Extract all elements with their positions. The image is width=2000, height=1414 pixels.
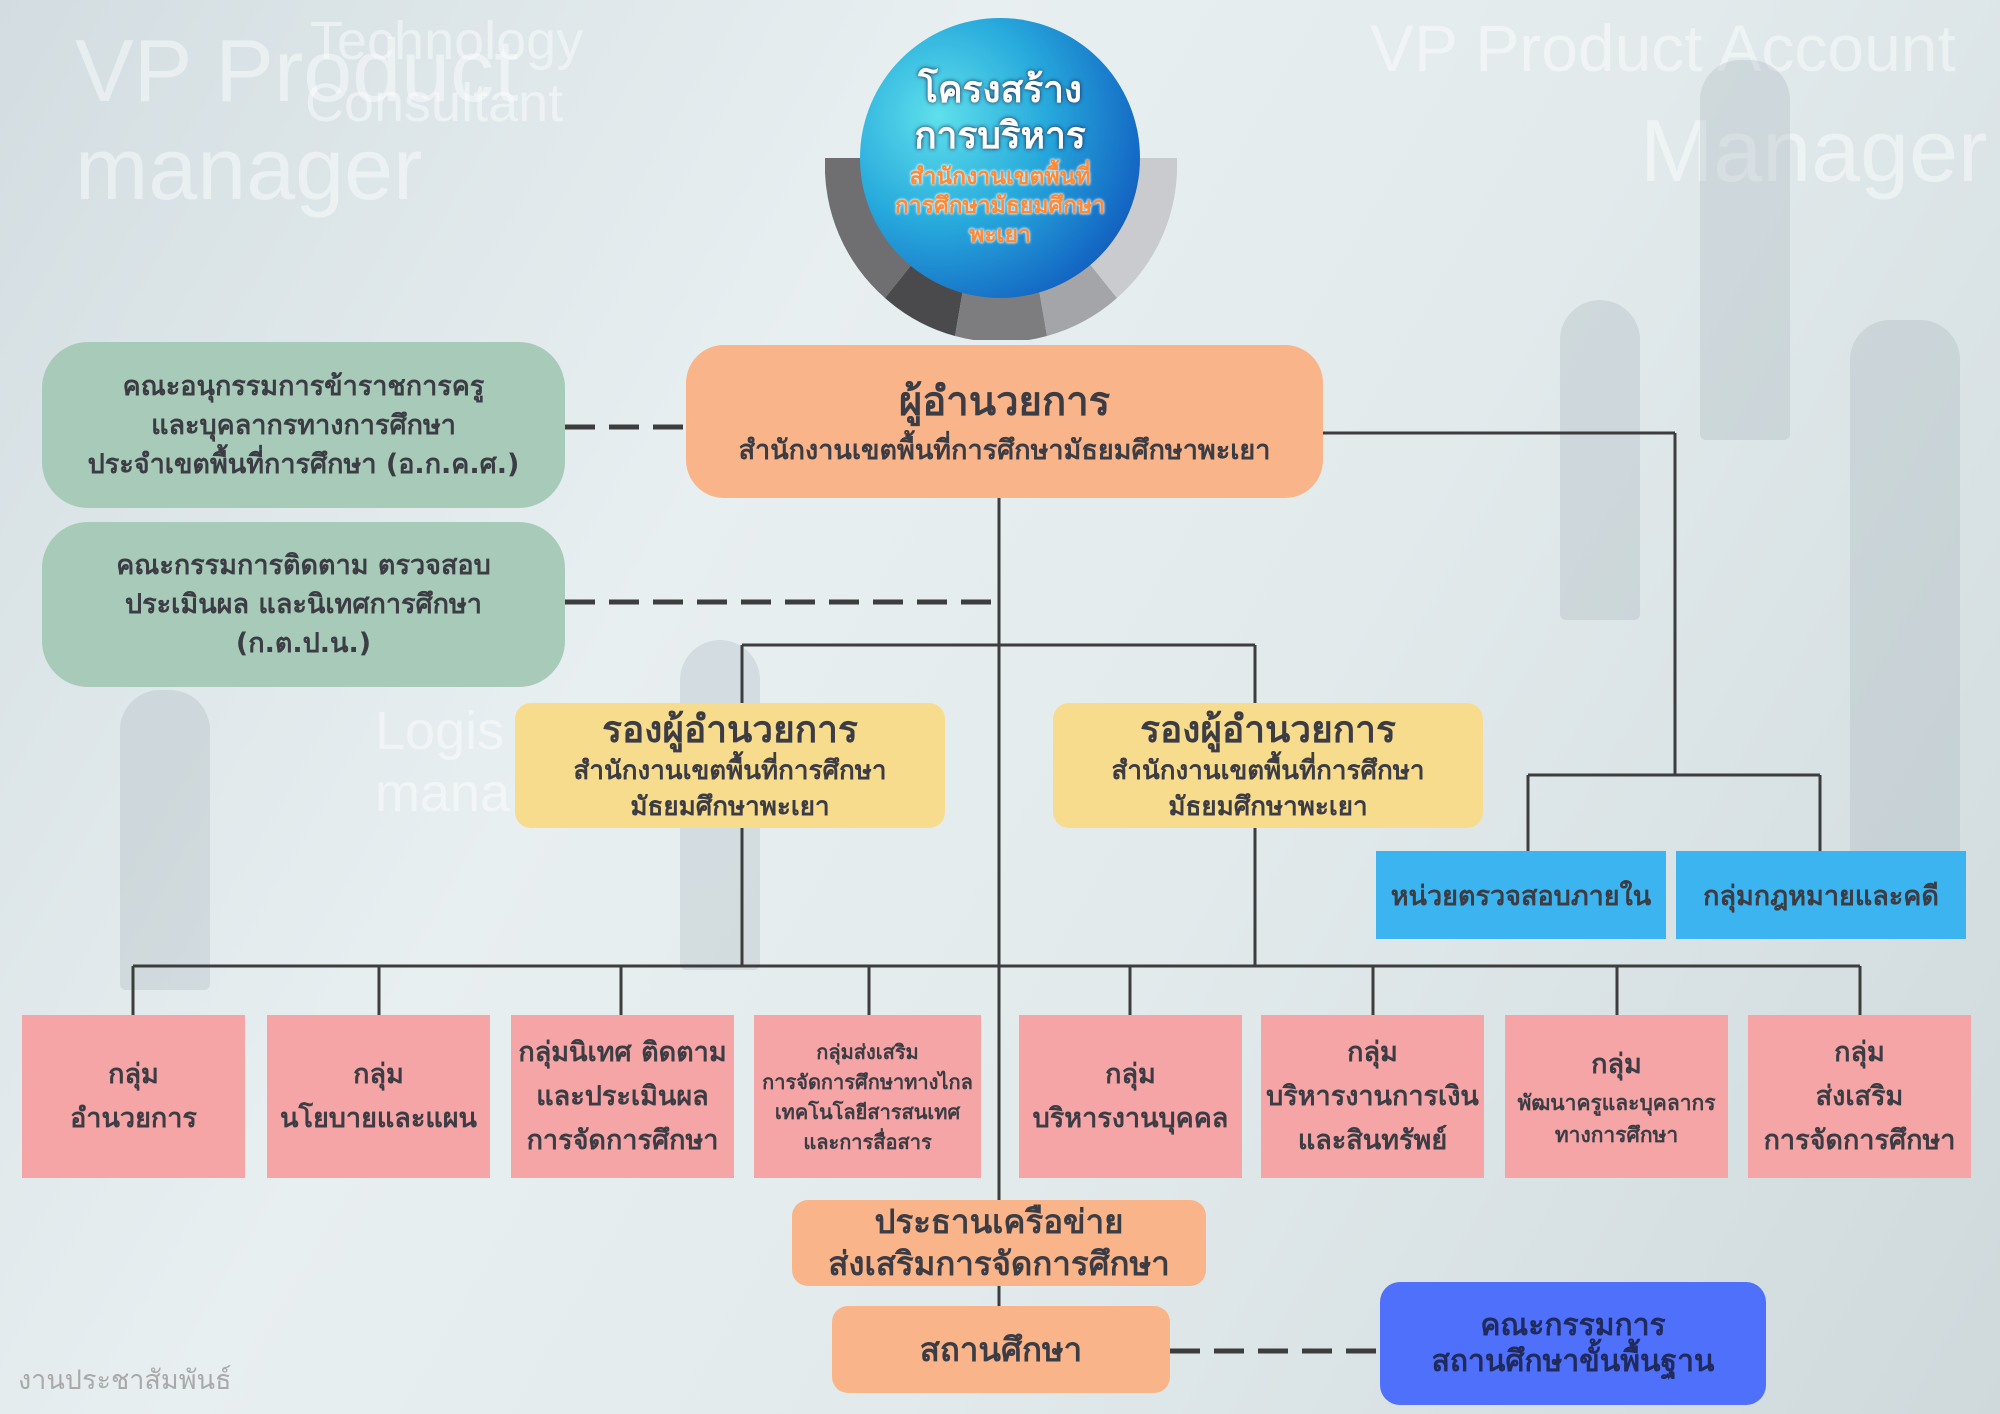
committee-akks-line1: คณะอนุกรรมการข้าราชการครู xyxy=(122,370,485,402)
director-title: ผู้อำนวยการ xyxy=(898,378,1111,425)
group-line1: กลุ่ม xyxy=(1834,1036,1885,1068)
school-board-box: คณะกรรมการ สถานศึกษาขั้นพื้นฐาน xyxy=(1380,1282,1766,1405)
group-distance-ict: กลุ่มส่งเสริม การจัดการศึกษาทางไกล เทคโน… xyxy=(754,1015,981,1178)
group-line2: บริหารงานบุคคล xyxy=(1032,1102,1229,1134)
internal-audit-label: หน่วยตรวจสอบภายใน xyxy=(1390,880,1652,912)
group-line2: อำนวยการ xyxy=(70,1102,197,1134)
director-box: ผู้อำนวยการ สำนักงานเขตพื้นที่การศึกษามั… xyxy=(686,345,1323,498)
group-line3: การจัดการศึกษา xyxy=(1763,1124,1956,1156)
group-line2: ส่งเสริม xyxy=(1815,1080,1904,1112)
group-line2: พัฒนาครูและบุคลากร xyxy=(1517,1090,1716,1115)
emblem-org-line2: การศึกษามัธยมศึกษา xyxy=(894,192,1106,219)
director-subtitle: สำนักงานเขตพื้นที่การศึกษามัธยมศึกษาพะเย… xyxy=(738,434,1271,466)
deputy-line2: มัธยมศึกษาพะเยา xyxy=(1168,791,1368,822)
legal-group-unit: กลุ่มกฎหมายและคดี xyxy=(1676,851,1966,939)
committee-ktpn: คณะกรรมการติดตาม ตรวจสอบ ประเมินผล และนิ… xyxy=(42,522,565,687)
committee-akks-line2: และบุคลากรทางการศึกษา xyxy=(151,409,456,441)
school-box: สถานศึกษา xyxy=(832,1306,1170,1393)
group-line2: นโยบายและแผน xyxy=(279,1102,478,1134)
bg-silhouette xyxy=(1560,300,1640,620)
bg-silhouette xyxy=(1850,320,1960,880)
legal-group-label: กลุ่มกฎหมายและคดี xyxy=(1703,880,1939,912)
network-chair-box: ประธานเครือข่าย ส่งเสริมการจัดการศึกษา xyxy=(792,1200,1206,1286)
committee-ktpn-line2: ประเมินผล และนิเทศการศึกษา xyxy=(125,589,482,620)
deputy-director-box: รองผู้อำนวยการ สำนักงานเขตพื้นที่การศึกษ… xyxy=(1053,703,1483,828)
bg-silhouette xyxy=(120,690,210,990)
group-line1: กลุ่ม xyxy=(353,1058,404,1090)
deputy-title: รองผู้อำนวยการ xyxy=(1140,707,1396,751)
bg-text: manager xyxy=(75,119,423,218)
group-line3: ทางการศึกษา xyxy=(1554,1122,1679,1147)
bg-text: VP Product xyxy=(75,21,519,120)
deputy-line1: สำนักงานเขตพื้นที่การศึกษา xyxy=(573,755,887,786)
group-line1: กลุ่ม xyxy=(108,1058,159,1090)
emblem: โครงสร้าง การบริหาร สำนักงานเขตพื้นที่ ก… xyxy=(860,18,1140,298)
deputy-line2: มัธยมศึกษาพะเยา xyxy=(630,791,830,822)
group-line1: กลุ่มส่งเสริม xyxy=(816,1039,919,1064)
footer-credit: งานประชาสัมพันธ์ xyxy=(18,1365,232,1396)
network-line2: ส่งเสริมการจัดการศึกษา xyxy=(828,1244,1170,1283)
deputy-line1: สำนักงานเขตพื้นที่การศึกษา xyxy=(1111,755,1425,786)
school-board-line1: คณะกรรมการ xyxy=(1480,1307,1666,1343)
group-line1: กลุ่ม xyxy=(1591,1048,1642,1080)
group-supervision: กลุ่มนิเทศ ติดตาม และประเมินผล การจัดการ… xyxy=(511,1015,734,1178)
school-board-line2: สถานศึกษาขั้นพื้นฐาน xyxy=(1431,1343,1715,1379)
emblem-org-line3: พะเยา xyxy=(969,221,1031,248)
bg-text: VP Product Account xyxy=(1370,11,1956,85)
bg-silhouette xyxy=(1700,60,1790,440)
deputy-title: รองผู้อำนวยการ xyxy=(602,707,858,751)
group-line1: กลุ่ม xyxy=(1105,1058,1156,1090)
group-line2: บริหารงานการเงิน xyxy=(1266,1080,1479,1112)
emblem-title-line1: โครงสร้าง xyxy=(918,67,1082,111)
group-admin: กลุ่ม อำนวยการ xyxy=(22,1015,245,1178)
bg-text: Consultant xyxy=(305,73,564,133)
group-line3: การจัดการศึกษา xyxy=(526,1124,719,1156)
emblem-org-line1: สำนักงานเขตพื้นที่ xyxy=(909,163,1091,190)
committee-akks: คณะอนุกรรมการข้าราชการครู และบุคลากรทางก… xyxy=(42,342,565,508)
group-line2: และประเมินผล xyxy=(536,1080,709,1112)
bg-text: Manager xyxy=(1640,101,1988,200)
group-line1: กลุ่มนิเทศ ติดตาม xyxy=(518,1036,727,1068)
deputy-director-box: รองผู้อำนวยการ สำนักงานเขตพื้นที่การศึกษ… xyxy=(515,703,945,828)
group-line2: การจัดการศึกษาทางไกล xyxy=(762,1069,973,1094)
group-line1: กลุ่ม xyxy=(1347,1036,1398,1068)
emblem-title-line2: การบริหาร xyxy=(914,113,1086,157)
bg-text: Technology xyxy=(310,11,584,71)
committee-ktpn-line1: คณะกรรมการติดตาม ตรวจสอบ xyxy=(116,550,491,581)
group-education-promotion: กลุ่ม ส่งเสริม การจัดการศึกษา xyxy=(1748,1015,1971,1178)
internal-audit-unit: หน่วยตรวจสอบภายใน xyxy=(1376,851,1666,939)
group-finance-assets: กลุ่ม บริหารงานการเงิน และสินทรัพย์ xyxy=(1261,1015,1484,1178)
group-teacher-development: กลุ่ม พัฒนาครูและบุคลากร ทางการศึกษา xyxy=(1505,1015,1728,1178)
group-personnel: กลุ่ม บริหารงานบุคคล xyxy=(1019,1015,1242,1178)
committee-akks-line3: ประจำเขตพื้นที่การศึกษา (อ.ก.ค.ศ.) xyxy=(87,448,520,480)
school-label: สถานศึกษา xyxy=(919,1330,1083,1369)
group-line4: และการสื่อสาร xyxy=(803,1129,932,1154)
group-policy-planning: กลุ่ม นโยบายและแผน xyxy=(267,1015,490,1178)
group-line3: เทคโนโลยีสารสนเทศ xyxy=(774,1099,961,1124)
network-line1: ประธานเครือข่าย xyxy=(874,1202,1124,1241)
bg-text: Logis xyxy=(375,701,505,761)
committee-ktpn-line3: (ก.ต.ป.น.) xyxy=(235,628,372,659)
bg-text: mana xyxy=(375,763,511,823)
group-line3: และสินทรัพย์ xyxy=(1297,1124,1448,1156)
